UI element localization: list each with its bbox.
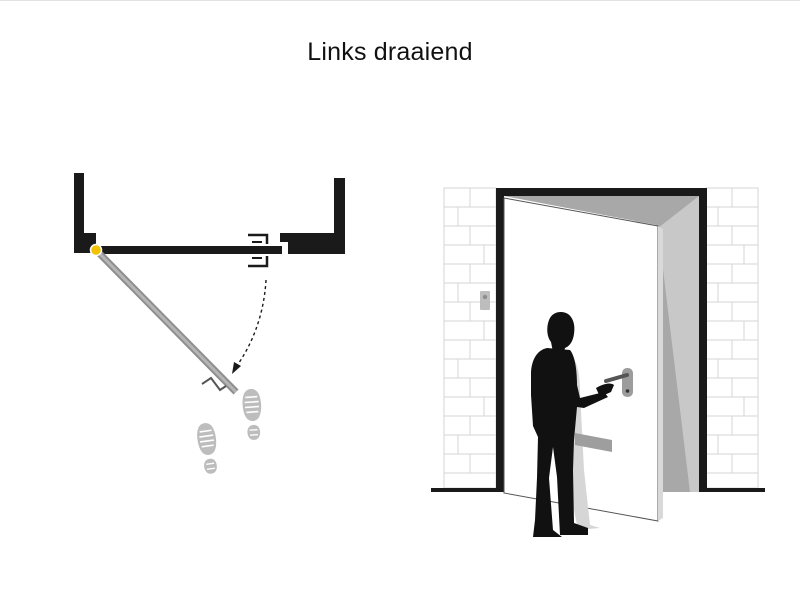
doorbell-icon <box>480 291 490 310</box>
top-divider <box>0 0 800 1</box>
closed-door-position <box>96 246 282 254</box>
right-wall-jamb <box>280 233 345 254</box>
plan-view-diagram <box>74 173 345 476</box>
left-wall <box>74 173 84 253</box>
open-door-handle <box>201 376 227 392</box>
brick-wall-left <box>443 187 497 489</box>
mail-slot-icon <box>575 433 612 452</box>
perspective-door-illustration <box>431 187 765 537</box>
brick-wall-right <box>705 187 759 489</box>
lock-bracket-bottom <box>248 256 269 268</box>
hinge-dot-icon <box>89 243 103 257</box>
swing-arrow-icon <box>235 279 267 368</box>
page-title: Links draaiend <box>307 38 473 66</box>
person-silhouette-icon <box>531 312 614 537</box>
footprints-icon <box>194 387 265 476</box>
right-wall <box>334 178 345 254</box>
lock-bracket-top <box>248 233 269 244</box>
